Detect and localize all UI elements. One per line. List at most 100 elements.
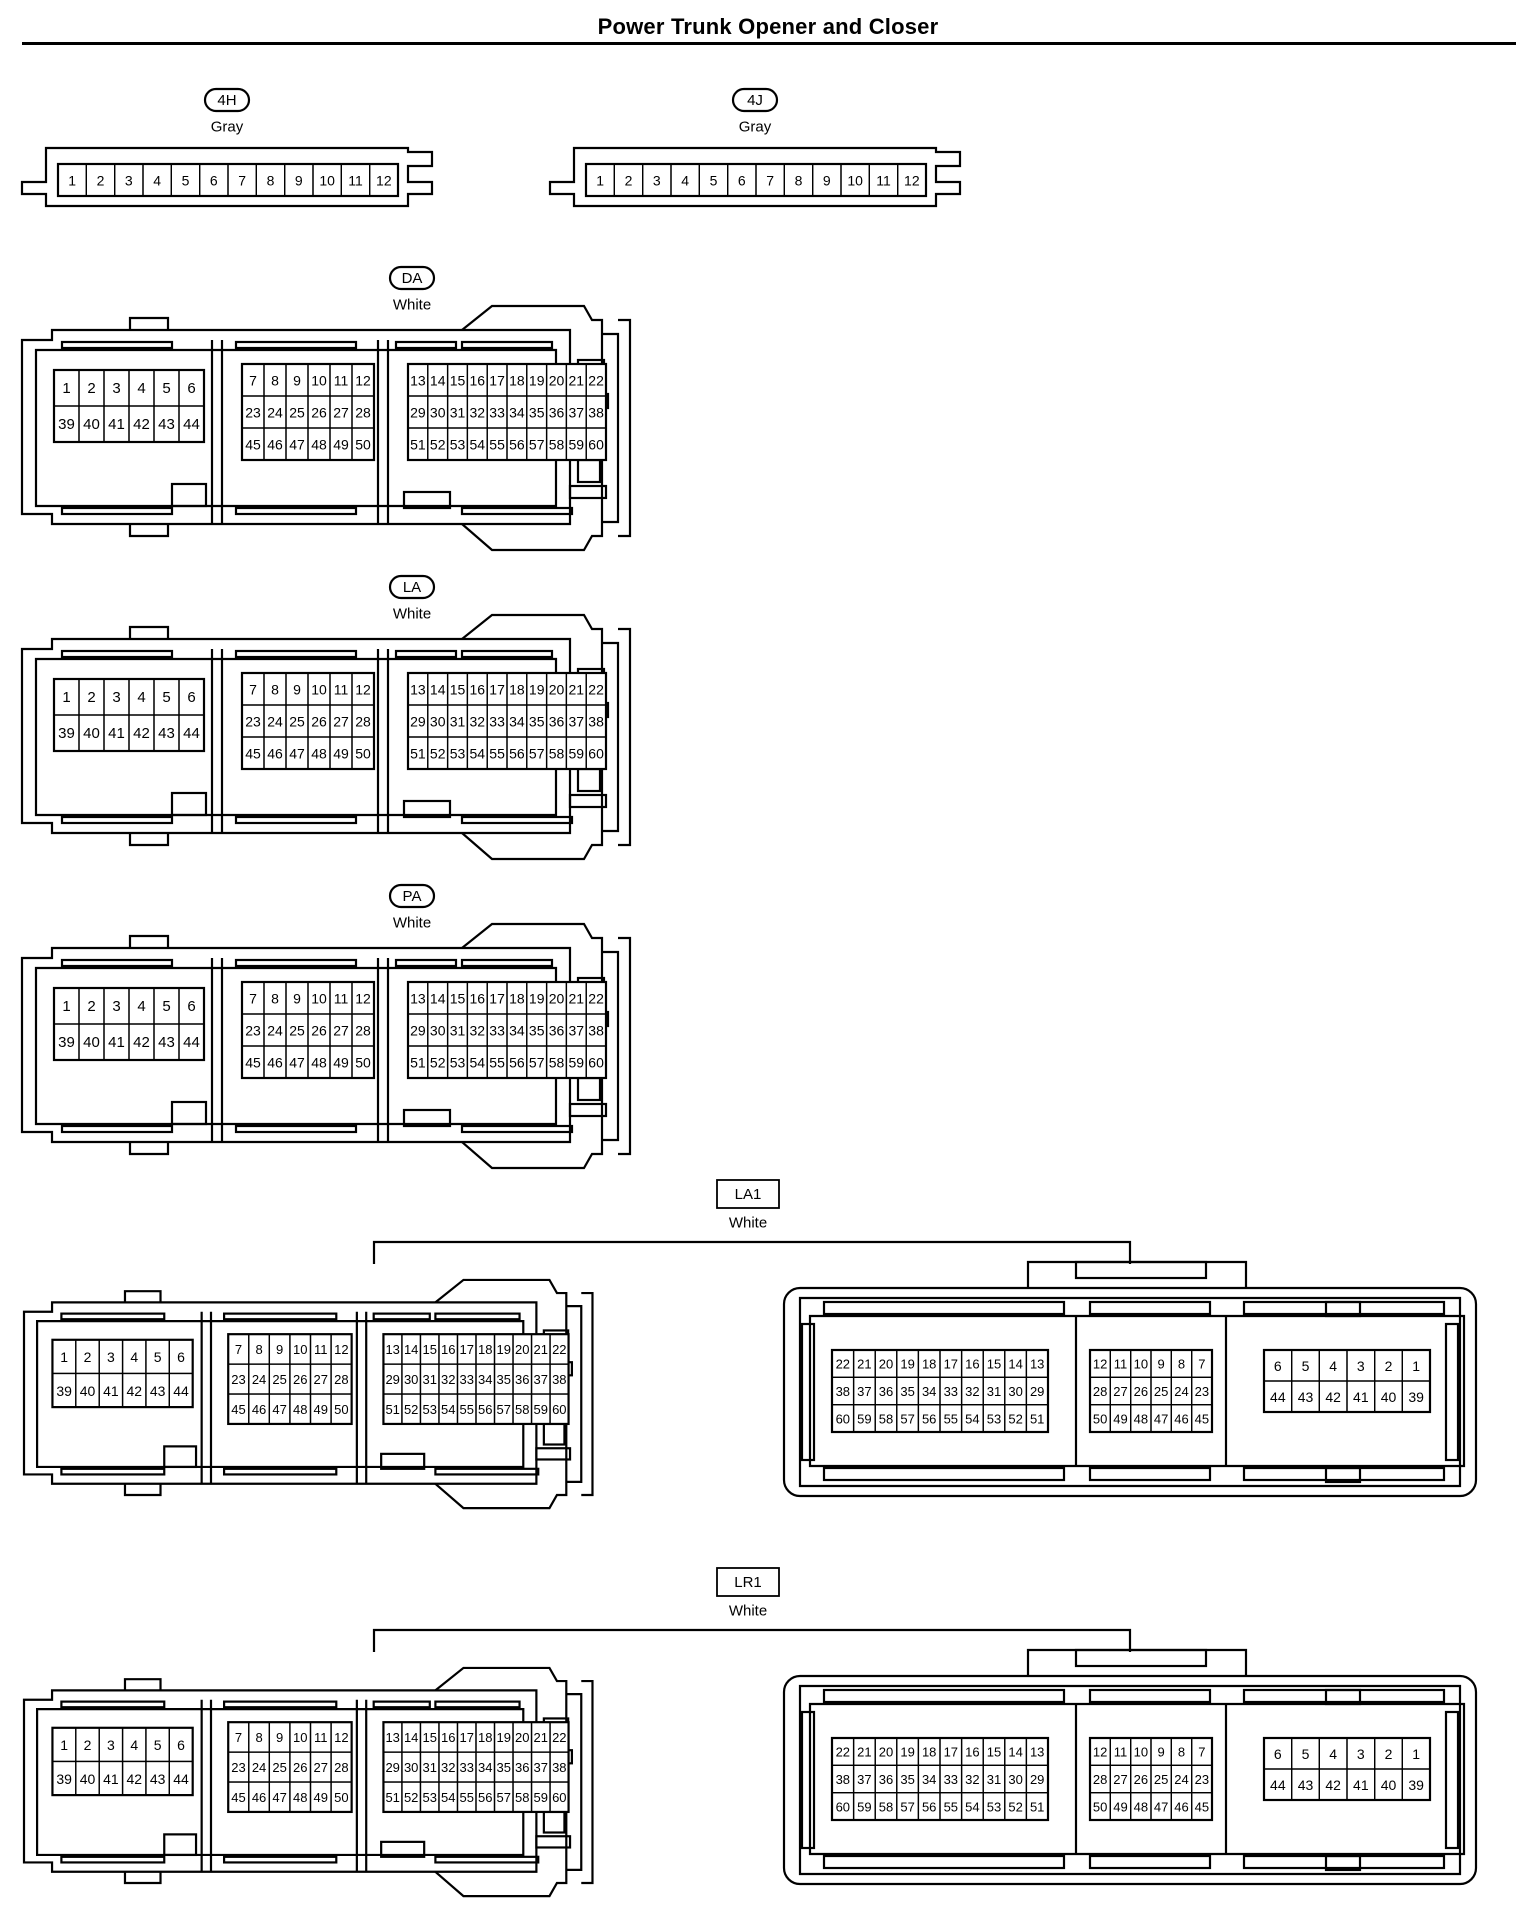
pin-label: 50 [334,1402,348,1417]
pin-label: 4 [1329,1746,1337,1762]
pin-label: 49 [333,746,349,762]
pin-label: 12 [334,1342,348,1357]
pin-label: 7 [238,173,246,189]
pin-label: 23 [245,1023,261,1039]
connector-color: Gray [211,119,244,136]
pin-label: 4 [137,380,145,397]
pin-label: 45 [1195,1411,1209,1426]
pin-label: 13 [410,682,426,698]
housing-outline [222,1855,338,1864]
pin-cell [330,1781,353,1813]
pin-label: 41 [108,725,125,742]
pin-label: 49 [314,1790,328,1805]
pin-label: 26 [1134,1384,1148,1399]
pin-label: 52 [404,1402,418,1417]
housing-outline [394,340,458,350]
pin-label: 28 [355,405,371,421]
housing-outline [535,1447,572,1461]
pin-label: 37 [569,714,585,730]
pin-label: 35 [529,714,545,730]
pin-label: 18 [922,1357,936,1372]
ecu-front-housing [20,922,632,1170]
pin-label: 21 [534,1730,548,1745]
pin-label: 1 [1412,1746,1420,1762]
pin-label: 8 [271,373,279,389]
pin-label: 22 [552,1730,566,1745]
pin-label: 42 [133,416,150,433]
pin-label: 48 [311,746,327,762]
pin-label: 28 [1093,1772,1107,1787]
pin-label: 33 [489,714,505,730]
pin-label: 19 [529,682,545,698]
pin-label: 53 [450,437,466,453]
pin-label: 6 [177,1349,185,1365]
title-rule [22,42,1516,45]
pin-label: 6 [187,998,195,1015]
pin-label: 50 [355,746,371,762]
pin-label: 15 [987,1357,1001,1372]
housing-outline [22,1301,538,1485]
housing-outline [1074,1260,1208,1280]
pin-label: 45 [231,1402,245,1417]
pin-label: 34 [922,1384,936,1399]
pin-label: 1 [68,173,76,189]
pin-label: 7 [1198,1745,1205,1760]
pin-label: 44 [1270,1389,1286,1405]
housing-outline [1242,1466,1446,1482]
pin-label: 31 [987,1384,1001,1399]
pin-label: 7 [235,1342,242,1357]
pin-label: 10 [293,1730,307,1745]
housing-outline [60,1700,166,1709]
pin-label: 6 [187,380,195,397]
pin-label: 35 [529,405,545,421]
pin-label: 27 [333,405,349,421]
housing-outline [800,1710,816,1850]
housing-outline [372,1700,431,1709]
housing-outline [460,340,554,350]
pin-label: 44 [1270,1777,1286,1793]
pin-label: 5 [182,173,190,189]
pin-label: 37 [569,1023,585,1039]
housing-outline [576,767,602,793]
pin-label: 54 [470,437,486,453]
pin-label: 53 [987,1799,1001,1814]
pin-label: 17 [489,991,505,1007]
pin-label: 47 [272,1790,286,1805]
pin-label: 36 [549,405,565,421]
pin-cell [585,427,607,461]
pin-label: 33 [944,1772,958,1787]
pin-label: 25 [1154,1772,1168,1787]
housing-outline [1026,1260,1248,1288]
pin-label: 7 [235,1730,242,1745]
pin-label: 14 [1008,1357,1022,1372]
pin-label: 28 [1093,1384,1107,1399]
pin-label: 9 [293,682,301,698]
pin-label: 7 [249,373,257,389]
pin-label: 22 [836,1357,850,1372]
housing-outline [618,318,632,538]
housing-outline [20,146,434,208]
pin-label: 41 [1353,1777,1369,1793]
pin-cell [168,1760,194,1796]
pin-label: 52 [1008,1799,1022,1814]
pin-label: 43 [150,1383,166,1399]
pin-label: 12 [355,991,371,1007]
pin-label: 41 [108,416,125,433]
pin-label: 56 [509,1055,525,1071]
pin-label: 20 [549,682,565,698]
pin-label: 57 [529,437,545,453]
pin-label: 57 [497,1790,511,1805]
housing-outline [123,1290,162,1303]
pin-label: 51 [410,437,426,453]
pin-label: 23 [231,1372,245,1387]
pin-label: 16 [441,1730,455,1745]
pin-label: 26 [311,714,327,730]
pin-label: 59 [857,1411,871,1426]
pin-label: 30 [404,1760,418,1775]
housing-outline [20,946,572,1144]
housing-outline [822,1688,1066,1704]
housing-outline [222,1700,338,1709]
housing-outline [581,1291,594,1497]
